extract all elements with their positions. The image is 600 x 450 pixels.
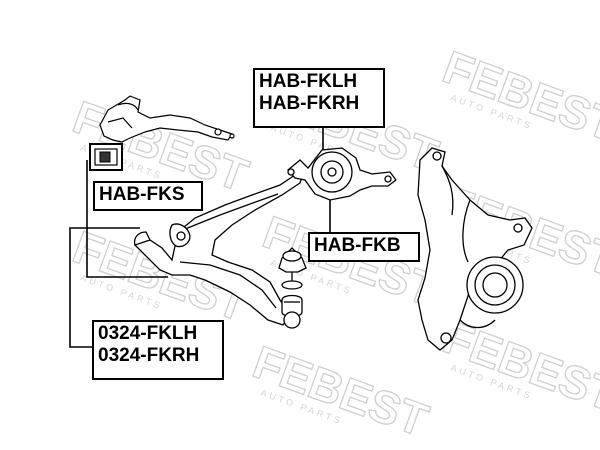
lower-control-arm-drawing — [133, 166, 307, 326]
upper-arm-drawing — [99, 95, 235, 143]
label-hab-fkb-box: HAB-FKB — [308, 232, 420, 262]
label-0324-fkrh: 0324-FKRH — [98, 345, 200, 366]
bushing-bracket-drawing — [287, 147, 397, 201]
label-0324-fklh: 0324-FKLH — [98, 323, 198, 344]
label-hab-fks: HAB-FKS — [99, 184, 185, 205]
label-hab-fkb: HAB-FKB — [314, 235, 401, 256]
ball-joint-drawing — [278, 247, 307, 329]
label-hab-fks-box: HAB-FKS — [93, 181, 203, 211]
label-hab-fklh: HAB-FKLH — [259, 71, 358, 92]
leader-hab-fks — [86, 160, 168, 278]
hab-fks-bushing — [89, 143, 123, 171]
label-hab-fklh-fkrh: HAB-FKLH HAB-FKRH — [253, 68, 385, 128]
label-hab-fkrh: HAB-FKRH — [259, 93, 360, 114]
steering-knuckle-drawing — [417, 147, 533, 351]
leader-0324 — [69, 227, 140, 348]
label-0324-box: 0324-FKLH 0324-FKRH — [92, 320, 224, 380]
